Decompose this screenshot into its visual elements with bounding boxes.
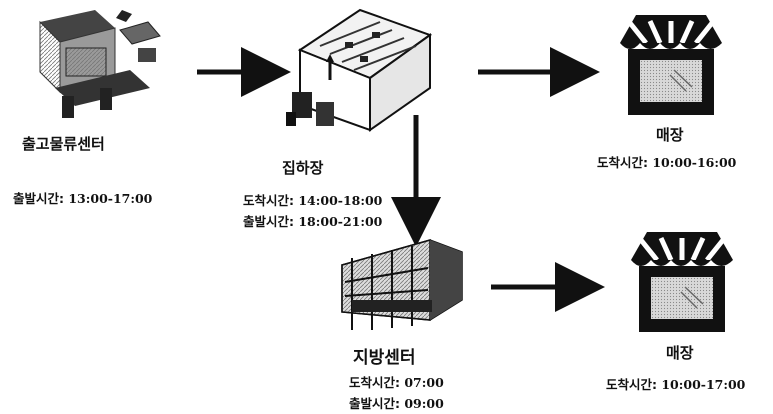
departure-time: 13:00-17:00	[68, 191, 153, 206]
departure-time: 09:00	[404, 396, 444, 411]
store-awning-icon	[620, 15, 722, 115]
arrival-time: 10:00-17:00	[661, 377, 746, 392]
warehouse-floor-plan-icon	[286, 8, 433, 132]
departure-label: 출발시간:	[13, 191, 64, 206]
departure-label: 출발시간:	[349, 396, 400, 411]
consolidation-yard-departure: 출발시간: 18:00-21:00	[243, 211, 382, 230]
outbound-center-title: 출고물류센터	[22, 135, 105, 153]
arrival-label: 도착시간:	[349, 375, 400, 390]
arrival-label: 도착시간:	[243, 193, 294, 208]
arrival-label: 도착시간:	[597, 155, 648, 170]
consolidation-yard-title: 집하장	[282, 159, 324, 177]
arrival-time: 14:00-18:00	[298, 193, 383, 208]
regional-center-title: 지방센터	[353, 348, 416, 368]
arrival-label: 도착시간:	[606, 377, 657, 392]
store-bottom-arrival: 도착시간: 10:00-17:00	[606, 374, 745, 393]
store-top-arrival: 도착시간: 10:00-16:00	[597, 152, 736, 171]
store-bottom-title: 매장	[666, 344, 694, 362]
automated-warehouse-icon	[39, 10, 161, 118]
regional-center-arrival: 도착시간: 07:00	[349, 372, 444, 391]
arrival-time: 07:00	[404, 375, 444, 390]
store-awning-icon	[631, 232, 733, 332]
distribution-building-icon	[341, 239, 463, 330]
arrival-time: 10:00-16:00	[652, 155, 737, 170]
outbound-center-departure: 출발시간: 13:00-17:00	[13, 188, 152, 207]
store-top-title: 매장	[656, 126, 684, 144]
departure-time: 18:00-21:00	[298, 214, 383, 229]
consolidation-yard-arrival: 도착시간: 14:00-18:00	[243, 190, 382, 209]
regional-center-departure: 출발시간: 09:00	[349, 393, 444, 412]
departure-label: 출발시간:	[243, 214, 294, 229]
